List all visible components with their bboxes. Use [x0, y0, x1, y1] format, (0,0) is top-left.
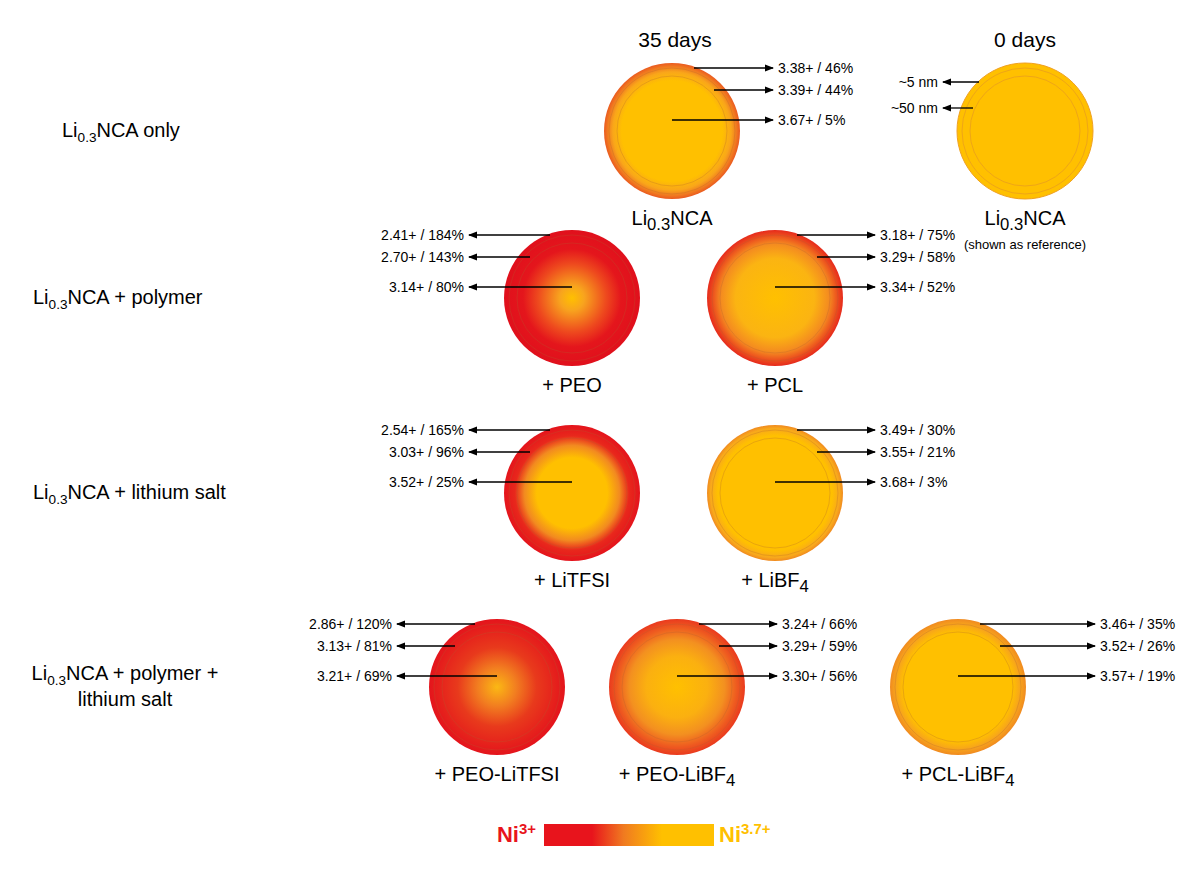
- valence-label: 3.30+ / 56%: [782, 667, 857, 685]
- valence-label: 3.13+ / 81%: [317, 637, 392, 655]
- leader-arrow: [699, 623, 777, 624]
- valence-label: 3.14+ / 80%: [389, 278, 464, 296]
- valence-label: 3.39+ / 44%: [778, 81, 853, 99]
- particle-circle: + PEO-LiTFSI: [387, 618, 607, 786]
- leader-arrow: [958, 675, 1095, 676]
- particle-caption: Li0.3NCA: [562, 206, 782, 237]
- leader-arrow: [469, 481, 572, 482]
- valence-label: 3.67+ / 5%: [778, 111, 845, 129]
- particle-circle: Li0.3NCA: [562, 62, 782, 237]
- valence-label: 3.29+ / 59%: [782, 637, 857, 655]
- valence-label: 3.46+ / 35%: [1100, 615, 1175, 633]
- leader-arrow: [1000, 645, 1095, 646]
- leader-arrow: [980, 623, 1095, 624]
- valence-label: 2.70+ / 143%: [381, 248, 464, 266]
- leader-arrow: [943, 107, 973, 108]
- particle-circle: + PEO: [462, 229, 682, 397]
- particle-caption: + LiBF4: [665, 568, 885, 599]
- valence-label: 3.52+ / 25%: [389, 473, 464, 491]
- valence-label: 3.24+ / 66%: [782, 615, 857, 633]
- leader-arrow: [469, 256, 530, 257]
- dimension-label: ~5 nm: [899, 73, 938, 91]
- row-title: Li0.3NCA only: [62, 118, 180, 143]
- particle-circle: + LiBF4: [665, 424, 885, 599]
- particle-caption: + PCL: [665, 373, 885, 397]
- valence-label: 3.52+ / 26%: [1100, 637, 1175, 655]
- leader-arrow: [677, 675, 777, 676]
- valence-label: 2.86+ / 120%: [309, 615, 392, 633]
- valence-label: 3.68+ / 3%: [880, 473, 947, 491]
- particle-shape: [503, 424, 641, 562]
- particle-circle: + PEO-LiBF4: [567, 618, 787, 793]
- legend-swatch: [544, 824, 592, 846]
- leader-arrow: [719, 645, 777, 646]
- leader-arrow: [943, 81, 979, 82]
- leader-arrow: [469, 429, 550, 430]
- particle-shape: [608, 618, 746, 756]
- valence-label: 3.21+ / 69%: [317, 667, 392, 685]
- legend-label: Ni3+: [497, 822, 536, 848]
- valence-label: 3.29+ / 58%: [880, 248, 955, 266]
- leader-arrow: [817, 256, 875, 257]
- particle-circle: + PCL-LiBF4: [848, 618, 1068, 793]
- leader-arrow: [397, 675, 497, 676]
- leader-arrow: [714, 89, 773, 90]
- particle-shape: [706, 424, 844, 562]
- particle-shape: [503, 229, 641, 367]
- leader-arrow: [775, 481, 875, 482]
- valence-label: 2.54+ / 165%: [381, 421, 464, 439]
- particle-caption: + PEO-LiTFSI: [387, 762, 607, 786]
- particle-caption: + LiTFSI: [462, 568, 682, 592]
- valence-label: 3.38+ / 46%: [778, 59, 853, 77]
- particle-caption: + PCL-LiBF4: [848, 762, 1068, 793]
- leader-arrow: [469, 451, 530, 452]
- valence-label: 3.03+ / 96%: [389, 443, 464, 461]
- particle-caption: + PEO: [462, 373, 682, 397]
- valence-label: 3.34+ / 52%: [880, 278, 955, 296]
- time-heading: 35 days: [638, 27, 712, 53]
- particle-shape: [603, 62, 741, 200]
- particle-circle: + LiTFSI: [462, 424, 682, 592]
- valence-label: 2.41+ / 184%: [381, 226, 464, 244]
- particle-caption: + PEO-LiBF4: [567, 762, 787, 793]
- leader-arrow: [469, 286, 572, 287]
- valence-label: 3.55+ / 21%: [880, 443, 955, 461]
- valence-label: 3.57+ / 19%: [1100, 667, 1175, 685]
- time-heading: 0 days: [994, 27, 1056, 53]
- row-title: Li0.3NCA + polymer + lithium salt: [20, 660, 230, 712]
- particle-shape: [889, 618, 1027, 756]
- leader-arrow: [797, 234, 875, 235]
- legend-gradient: [592, 824, 662, 846]
- particle-circle: + PCL: [665, 229, 885, 397]
- leader-arrow: [775, 286, 875, 287]
- particle-shape: [956, 62, 1094, 200]
- row-title: Li0.3NCA + polymer: [33, 285, 203, 310]
- valence-label: 3.49+ / 30%: [880, 421, 955, 439]
- leader-arrow: [469, 234, 550, 235]
- legend-label: Ni3.7+: [719, 822, 771, 848]
- leader-arrow: [672, 119, 773, 120]
- valence-label: 3.18+ / 75%: [880, 226, 955, 244]
- leader-arrow: [397, 623, 475, 624]
- row-title: Li0.3NCA + lithium salt: [33, 480, 226, 505]
- particle-shape: [428, 618, 566, 756]
- dimension-label: ~50 nm: [891, 99, 938, 117]
- leader-arrow: [817, 451, 875, 452]
- leader-arrow: [397, 645, 455, 646]
- leader-arrow: [797, 429, 875, 430]
- particle-circle: Li0.3NCA(shown as reference): [915, 62, 1135, 253]
- legend-swatch: [662, 824, 714, 846]
- particle-shape: [706, 229, 844, 367]
- leader-arrow: [694, 67, 773, 68]
